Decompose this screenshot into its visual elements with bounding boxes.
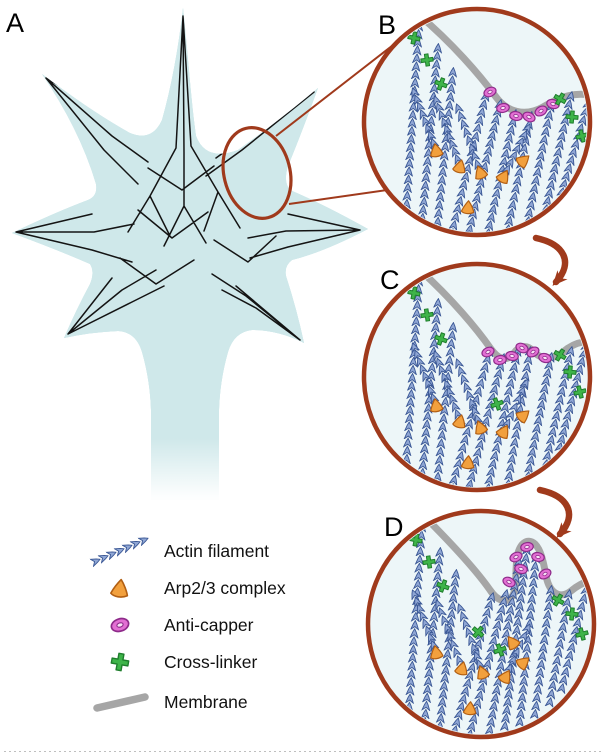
inset-c-background: [366, 266, 588, 488]
panel-c-label: C: [380, 265, 400, 295]
legend-item-cross-linker: Cross-linker: [109, 651, 258, 673]
cell-membrane-outline: [11, 7, 369, 501]
actin-filament: [562, 104, 587, 192]
actin-filament: [414, 594, 436, 652]
arp23-icon: [109, 577, 131, 599]
actin-network-lines: [15, 15, 361, 341]
legend-item-label: Membrane: [164, 692, 248, 712]
trunk-fade: [138, 438, 230, 516]
panel-a-cell-diagram: A: [6, 7, 398, 516]
arrow-c-to-d: [536, 486, 573, 538]
actin-filament-icon: [96, 540, 144, 561]
membrane-icon: [93, 693, 149, 712]
legend-item-label: Actin filament: [164, 541, 269, 561]
legend-item-label: Anti-capper: [164, 615, 254, 635]
actin-filament: [504, 383, 526, 431]
anti-capper-icon: [108, 615, 132, 635]
legend-item-arp23-complex: Arp2/3 complex: [109, 577, 286, 599]
actin-filament: [506, 628, 528, 676]
arrow-b-to-c: [532, 234, 569, 286]
inset-b: B: [361, 6, 593, 238]
inset-b-border: [361, 6, 593, 238]
legend-item-actin-filament: Actin filament: [96, 540, 269, 561]
actin-filaments-d: [408, 527, 586, 734]
inset-d: D: [365, 508, 597, 740]
legend-item-membrane: Membrane: [93, 692, 248, 712]
actin-filaments-c: [405, 281, 586, 487]
panel-b-label: B: [378, 10, 396, 40]
actin-filament: [414, 347, 436, 405]
inset-c: C: [361, 261, 593, 493]
inset-d-border: [365, 508, 597, 740]
legend: Actin filament Arp2/3 complex Anti-cappe…: [96, 540, 286, 712]
inset-d-background: [370, 513, 592, 735]
actin-filament: [458, 108, 480, 172]
panel-d-label: D: [384, 512, 404, 542]
zoom-region-ellipse: [221, 126, 293, 220]
cell-actin-network: [15, 15, 361, 341]
actin-filament: [438, 604, 462, 668]
actin-filament: [504, 128, 528, 176]
panel-a-label: A: [6, 8, 24, 38]
inset-b-background: [366, 11, 588, 233]
actin-filament: [562, 590, 586, 688]
legend-item-label: Arp2/3 complex: [164, 578, 286, 598]
actin-filament: [458, 363, 480, 427]
zoom-connector-line: [275, 41, 398, 137]
zoom-connector-line: [288, 189, 388, 205]
actin-filament: [460, 608, 482, 672]
cross-linker-icon: [109, 651, 131, 673]
legend-item-anti-capper: Anti-capper: [108, 615, 254, 635]
actin-filament: [414, 92, 436, 150]
inset-c-border: [361, 261, 593, 493]
actin-filament: [560, 346, 586, 447]
legend-item-label: Cross-linker: [164, 652, 258, 672]
